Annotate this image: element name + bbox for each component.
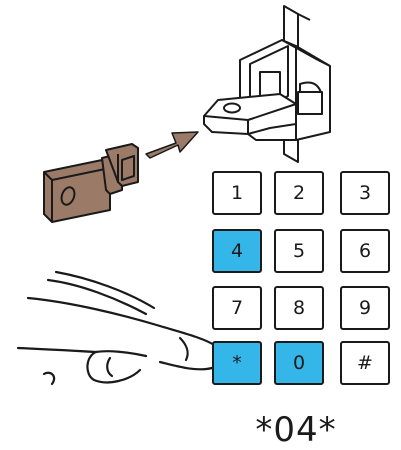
entry-code: *04*: [255, 410, 337, 450]
key-7[interactable]: 7: [212, 286, 262, 330]
key-5[interactable]: 5: [274, 229, 324, 273]
key-9[interactable]: 9: [340, 286, 390, 330]
key-star[interactable]: *: [212, 341, 262, 385]
insert-arrow-icon: [145, 131, 199, 159]
key-6[interactable]: 6: [340, 229, 390, 273]
key-blade: [203, 93, 297, 135]
key-fob-icon: [43, 143, 139, 223]
key-hash[interactable]: #: [340, 341, 390, 385]
pressing-finger-icon: [16, 270, 222, 386]
key-8[interactable]: 8: [274, 286, 324, 330]
key-0[interactable]: 0: [274, 341, 324, 385]
key-3[interactable]: 3: [340, 171, 390, 215]
key-1[interactable]: 1: [212, 171, 262, 215]
key-4[interactable]: 4: [212, 229, 262, 273]
key-2[interactable]: 2: [274, 171, 324, 215]
